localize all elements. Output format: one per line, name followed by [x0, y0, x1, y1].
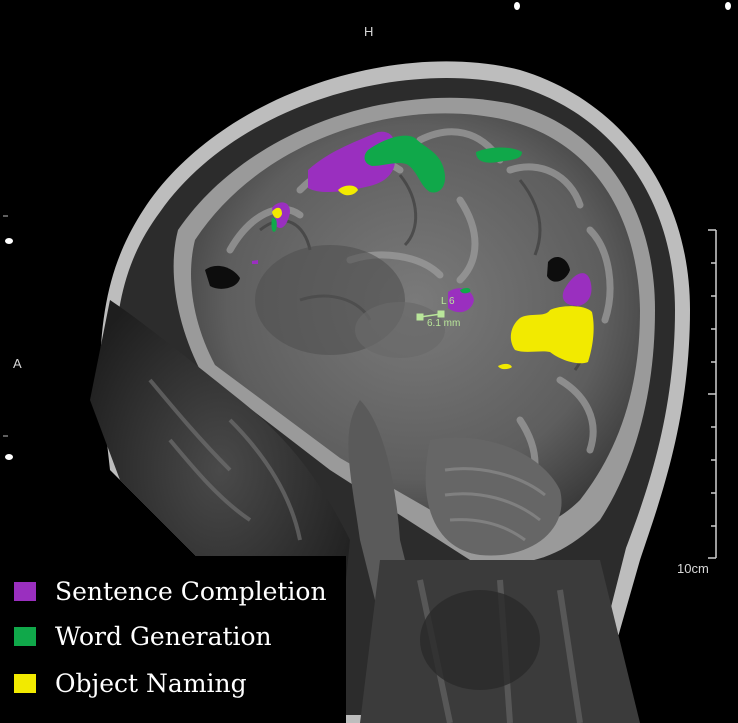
legend-swatch [14, 673, 36, 693]
legend-item-word-generation: Word Generation [14, 621, 272, 651]
legend-label: Word Generation [55, 621, 272, 651]
activation-object-naming [272, 185, 594, 370]
legend-item-object-naming: Object Naming [14, 668, 247, 698]
legend-label: Object Naming [55, 668, 247, 698]
edge-handles [5, 2, 731, 460]
measurement-tool [416, 310, 445, 321]
measurement-value: 6.1 mm [427, 318, 461, 329]
legend-swatch [14, 581, 36, 601]
dark-region-back [547, 256, 570, 282]
thalamus-region [355, 302, 445, 358]
legend: Sentence Completion Word Generation Obje… [0, 556, 346, 723]
scale-bar [708, 229, 717, 559]
activation-word-generation [271, 135, 522, 294]
orientation-label-head: H [364, 24, 374, 39]
measurement-label[interactable]: L 6 [441, 296, 455, 307]
orientation-label-anterior: A [13, 356, 22, 371]
scale-bar-label: 10cm [677, 561, 709, 576]
dark-region-front [205, 265, 240, 289]
legend-swatch [14, 626, 36, 646]
legend-item-sentence-completion: Sentence Completion [14, 576, 327, 606]
edge-ticks [3, 215, 8, 437]
legend-label: Sentence Completion [55, 576, 327, 606]
